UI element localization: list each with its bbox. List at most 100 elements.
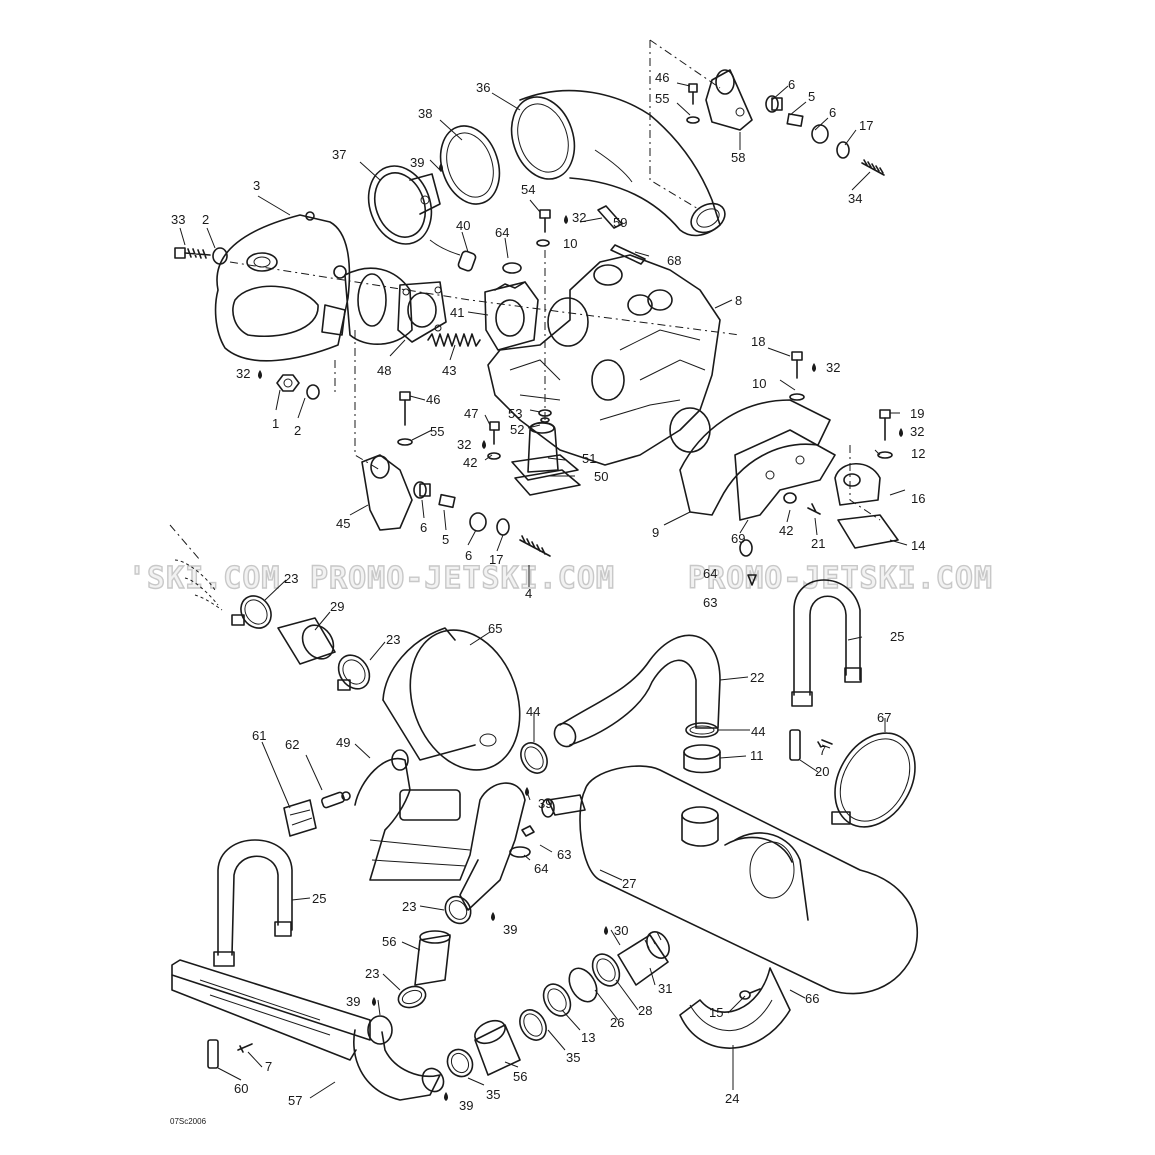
callout: 9 <box>652 525 659 540</box>
callout: 61 <box>252 728 266 743</box>
hose-29 <box>277 617 336 665</box>
callout: 36 <box>476 80 490 95</box>
callout: 50 <box>594 469 608 484</box>
bracket-45 <box>361 454 413 531</box>
mount-16 <box>834 463 899 549</box>
callout: 46 <box>426 392 440 407</box>
callout: 46 <box>655 70 669 85</box>
callout: 6 <box>420 520 427 535</box>
spring-43 <box>427 333 481 347</box>
callout: 32 <box>572 210 586 225</box>
leader-lines <box>179 82 908 1099</box>
callout: 30 <box>614 923 628 938</box>
callout: 18 <box>751 334 765 349</box>
callout: 41 <box>450 305 464 320</box>
clamp-44-a <box>520 742 548 774</box>
support-66 <box>679 967 791 1049</box>
callout: 10 <box>563 236 577 251</box>
callout: 52 <box>510 422 524 437</box>
clip-64-top <box>502 262 522 274</box>
callout: 23 <box>365 966 379 981</box>
callout: 65 <box>488 621 502 636</box>
callout: 17 <box>489 552 503 567</box>
callout: 6 <box>465 548 472 563</box>
callout: 44 <box>751 724 765 739</box>
clamp-35-b <box>519 1009 547 1041</box>
callout: 32 <box>236 366 250 381</box>
bolt-19 <box>877 409 893 459</box>
callout: 1 <box>272 416 279 431</box>
gasket-28 <box>591 953 621 987</box>
strap-25-left <box>213 839 293 967</box>
callout: 24 <box>725 1091 739 1106</box>
outlet-31 <box>617 931 670 986</box>
callout: 67 <box>877 710 891 725</box>
bolt-15 <box>739 988 761 1000</box>
callout: 39 <box>538 796 552 811</box>
washer-53-52 <box>538 409 552 423</box>
callout: 55 <box>430 424 444 439</box>
lubricant-drops <box>258 163 903 1101</box>
callout: 14 <box>911 538 925 553</box>
callout: 58 <box>731 150 745 165</box>
assembly-lines <box>169 39 881 561</box>
callout: 25 <box>890 629 904 644</box>
watermark-right: PROMO-JETSKI.COM <box>688 561 993 596</box>
callout: 23 <box>284 571 298 586</box>
callout: 5 <box>442 532 449 547</box>
callout: 13 <box>581 1030 595 1045</box>
callout: 40 <box>456 218 470 233</box>
callout: 33 <box>171 212 185 227</box>
callout: 6 <box>788 77 795 92</box>
callout: 6 <box>829 105 836 120</box>
callout: 59 <box>613 215 627 230</box>
callout: 2 <box>294 423 301 438</box>
bracket-58 <box>705 69 753 131</box>
callout: 15 <box>709 1005 723 1020</box>
callout: 35 <box>566 1050 580 1065</box>
adapter-11 <box>683 744 721 774</box>
callout: 64 <box>534 861 548 876</box>
callout: 39 <box>410 155 424 170</box>
hose-56-b <box>474 1019 521 1076</box>
callout: 54 <box>521 182 535 197</box>
callout: 39 <box>503 922 517 937</box>
callout: 16 <box>911 491 925 506</box>
callout: 32 <box>826 360 840 375</box>
watermark-center: PROMO-JETSKI.COM <box>310 561 615 596</box>
clamp-37 <box>367 165 441 245</box>
strap-25-right <box>791 579 862 707</box>
clamp-23-c <box>444 895 472 925</box>
connector-41 <box>484 281 539 351</box>
callout: 62 <box>285 737 299 752</box>
hose-stub-left <box>174 559 223 611</box>
callout: 35 <box>486 1087 500 1102</box>
callout: 17 <box>859 118 873 133</box>
gasket-48 <box>397 281 447 343</box>
callout: 44 <box>526 704 540 719</box>
bushing-set-lower <box>413 481 551 557</box>
callout: 55 <box>655 91 669 106</box>
callout: 31 <box>658 981 672 996</box>
callout: 20 <box>815 764 829 779</box>
callout: 64 <box>495 225 509 240</box>
manifold-49 <box>354 749 526 911</box>
callout: 57 <box>288 1093 302 1108</box>
callout: 32 <box>457 437 471 452</box>
callout: 48 <box>377 363 391 378</box>
watermark-layer: 'SKI.COM PROMO-JETSKI.COM PROMO-JETSKI.C… <box>127 560 993 596</box>
callout: 60 <box>234 1081 248 1096</box>
clamp-23-b <box>337 654 371 691</box>
bolt-47 <box>487 421 501 460</box>
bolt-33 <box>174 247 211 259</box>
clamp-7-60 <box>207 1039 253 1069</box>
callout: 23 <box>386 632 400 647</box>
callout: 53 <box>508 406 522 421</box>
callout-labels: 36 46 55 6 5 6 17 58 34 38 37 39 3 33 2 … <box>171 70 925 1113</box>
callout: 22 <box>750 670 764 685</box>
callout: 26 <box>610 1015 624 1030</box>
callout: 12 <box>911 446 925 461</box>
washer-2-top <box>212 247 228 265</box>
callout: 10 <box>752 376 766 391</box>
bolt-54 <box>536 209 551 247</box>
